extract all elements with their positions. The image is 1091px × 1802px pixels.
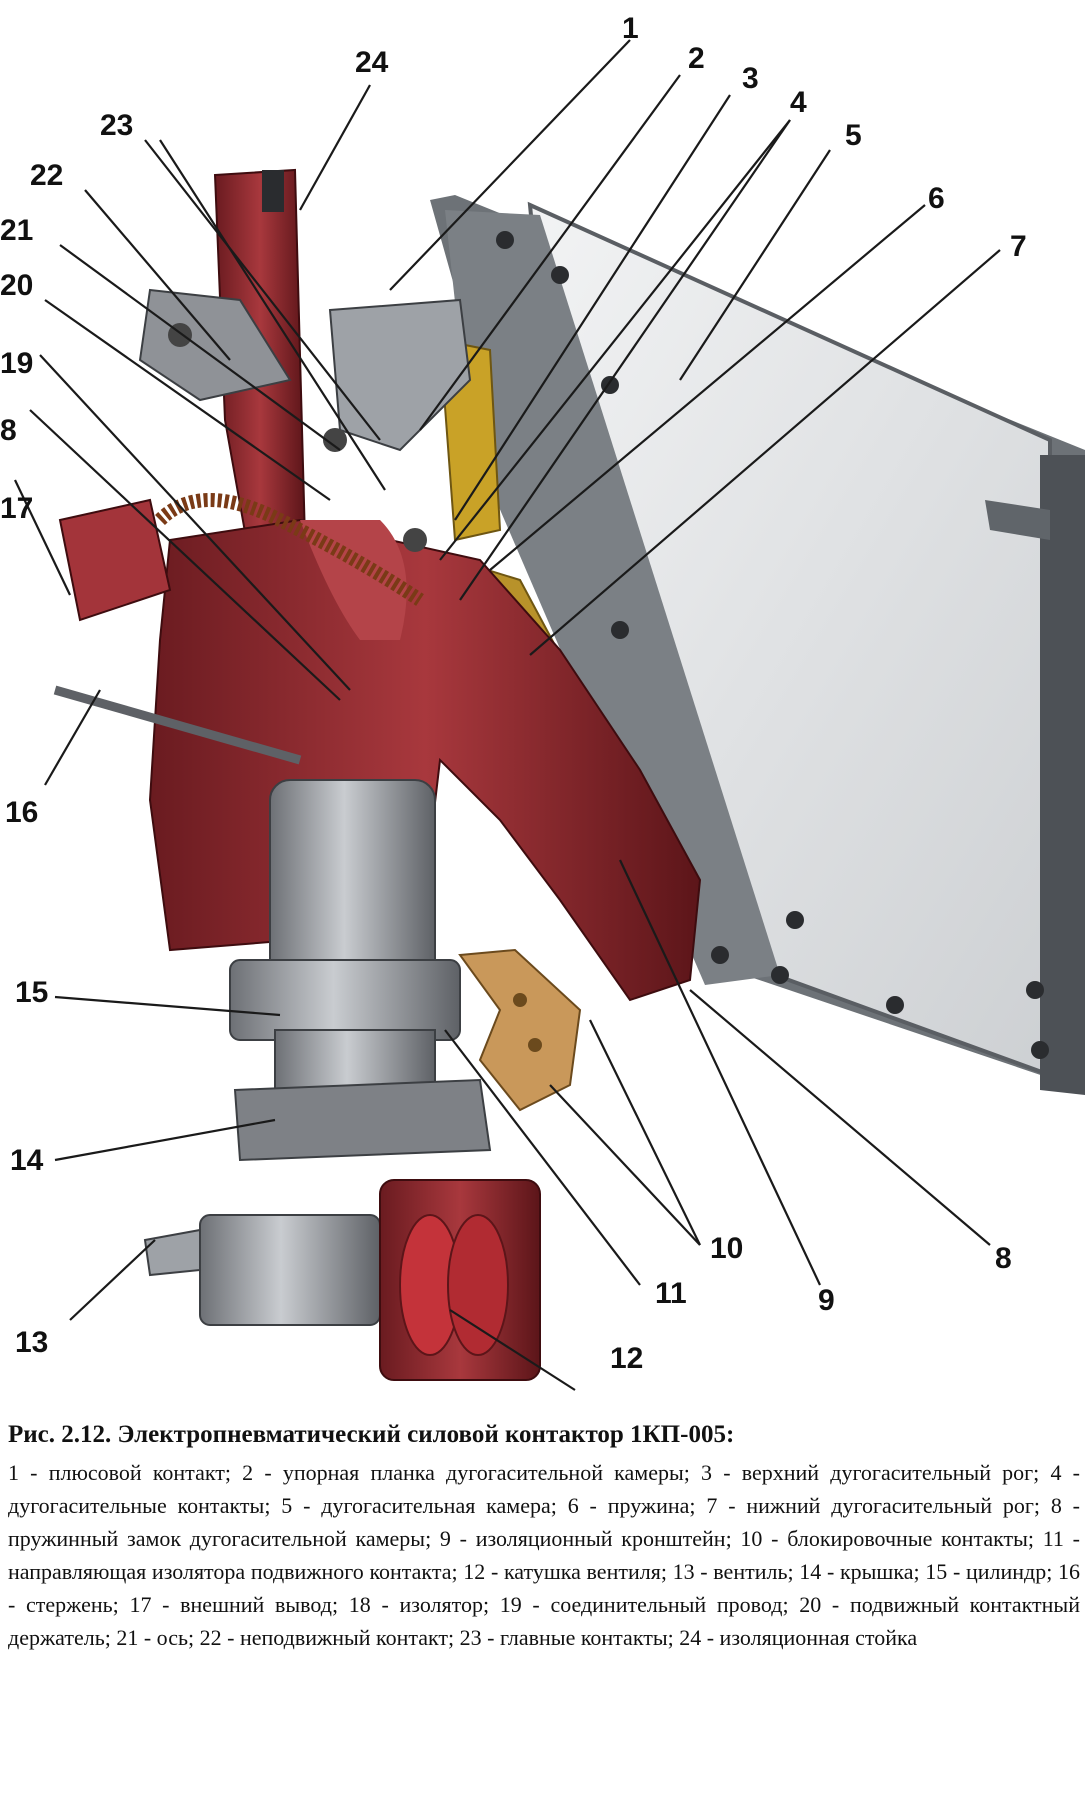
- callout-23: 23: [100, 109, 133, 142]
- callout-4: 4: [790, 86, 807, 119]
- arc-chute-chamber: [430, 195, 1085, 1095]
- connecting-wire: [155, 493, 424, 606]
- callout-7-right: 7: [1010, 230, 1027, 263]
- valve-assembly: [143, 1179, 541, 1381]
- callout-21: 21: [0, 214, 33, 247]
- callout-3: 3: [742, 62, 759, 95]
- callout-14: 14: [10, 1144, 44, 1177]
- caption-title: Рис. 2.12. Электропневматический силовой…: [8, 1421, 735, 1448]
- callout-6: 6: [928, 182, 945, 215]
- callout-17: 17: [0, 492, 33, 525]
- contactor-illustration: 1 2 3 4 5 6 7 24 23 22 21 20 19 8 17 16 …: [0, 12, 1085, 1391]
- callout-24: 24: [355, 46, 389, 79]
- callout-10: 10: [710, 1232, 743, 1265]
- callout-15: 15: [15, 976, 48, 1009]
- callout-12: 12: [610, 1342, 643, 1375]
- callout-22: 22: [30, 159, 63, 192]
- callout-1: 1: [622, 12, 639, 45]
- caption-legend: 1 - плюсовой контакт; 2 - упорная планка…: [8, 1460, 1080, 1650]
- callout-20: 20: [0, 269, 33, 302]
- callout-18: 8: [0, 414, 17, 447]
- pneumatic-cylinder: [229, 779, 492, 1162]
- callout-11: 11: [655, 1277, 687, 1310]
- moving-contact-holder: [138, 288, 472, 552]
- callout-13: 13: [15, 1326, 48, 1359]
- rod: [53, 685, 302, 765]
- callout-5: 5: [845, 119, 862, 152]
- leader-lines: [14, 39, 1001, 1391]
- callout-9: 9: [818, 1284, 835, 1317]
- callout-2: 2: [688, 42, 705, 75]
- figure-caption: Рис. 2.12. Электропневматический силовой…: [8, 1420, 1080, 1654]
- callout-labels: 1 2 3 4 5 6 7 24 23 22 21 20 19 8 17 16 …: [0, 12, 1027, 1375]
- callout-16: 16: [5, 796, 38, 829]
- interlock-contacts: [458, 948, 582, 1112]
- callout-8: 8: [995, 1242, 1012, 1275]
- callout-19: 19: [0, 347, 33, 380]
